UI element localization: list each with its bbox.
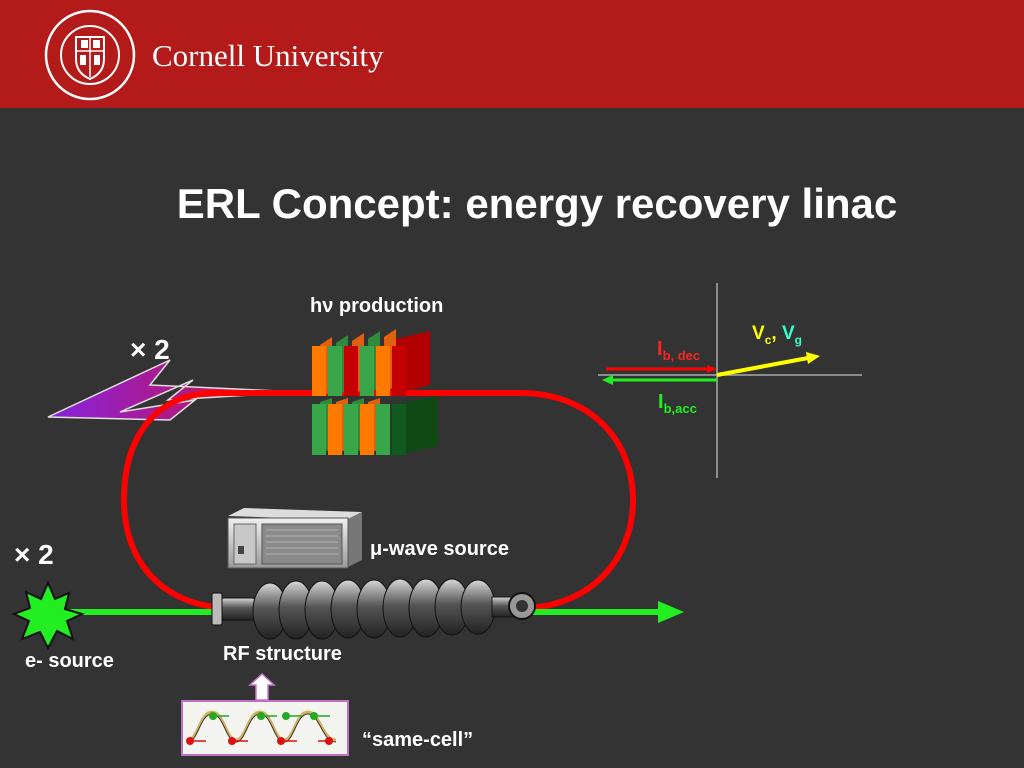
microwave-source-label: μ-wave source [370, 538, 509, 560]
university-name: Cornell University [152, 38, 384, 73]
undulator-magnets [312, 329, 438, 455]
e-source-burst-icon [11, 580, 85, 651]
i-dec-label: Ib, dec [657, 338, 701, 363]
e-source-label: e- source [25, 650, 114, 672]
rf-structure-label: RF structure [223, 643, 342, 665]
hv-production-label: hν production [310, 295, 444, 317]
photon-bolt-icon [47, 359, 301, 421]
beam-arrowhead [658, 601, 684, 623]
header-bar: Cornell University [0, 0, 1024, 108]
rf-structure-icon [211, 578, 536, 640]
same-cell-label: “same-cell” [362, 729, 474, 751]
same-cell-pointer-arrow [248, 672, 276, 701]
same-cell-inset [181, 700, 349, 756]
vc-vg-label: Vc, Vg [752, 323, 802, 347]
slide-title: ERL Concept: energy recovery linac [176, 180, 898, 227]
i-acc-label: Ib,acc [658, 391, 697, 416]
cornell-seal-icon [44, 9, 136, 101]
times-two-top-label: × 2 [130, 334, 170, 365]
undulator-top [312, 329, 430, 396]
vc-vg-vector [716, 356, 809, 377]
microwave-source-icon [227, 508, 362, 569]
undulator-bottom [312, 396, 438, 455]
times-two-left-label: × 2 [14, 539, 54, 570]
